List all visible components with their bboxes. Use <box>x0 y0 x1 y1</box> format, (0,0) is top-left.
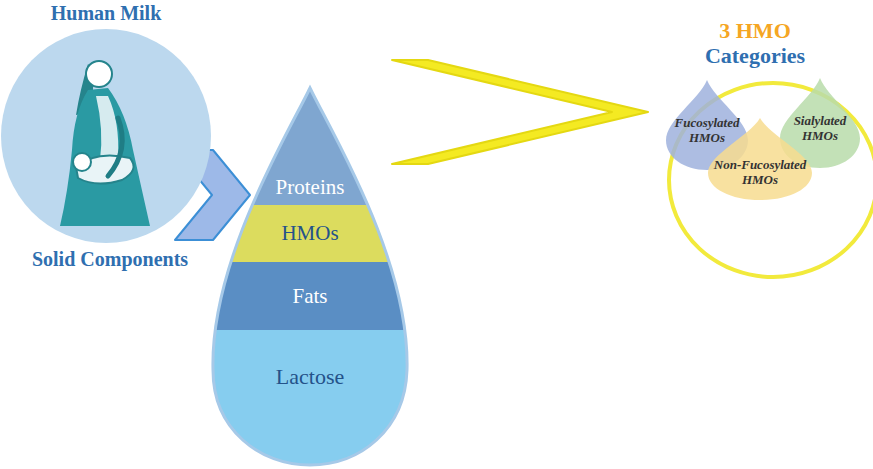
drop-clip: ProteinsHMOsFatsLactose <box>200 80 420 469</box>
ellipse-outline <box>1 29 211 243</box>
node-heading: Lactose <box>210 364 410 389</box>
chevron-arrow <box>392 60 648 164</box>
hmo-band: HMOs <box>228 205 392 262</box>
category-circle: Fucosylated HMOs Sialylated HMOsNon-Fucos… <box>648 2 862 202</box>
circle-shape <box>0 2 212 244</box>
category-label: Non-Fucosylated HMOs <box>711 158 809 188</box>
node-heading: 3 HMO <box>648 18 862 43</box>
category-label: Fucosylated HMOs <box>669 116 745 146</box>
source-circle: Human Milk <box>0 2 212 244</box>
node-heading: Human Milk <box>0 2 212 25</box>
part-label: Solid Components <box>20 248 200 271</box>
fat-band: Fats <box>210 262 410 330</box>
protein-band: Proteins <box>250 80 370 205</box>
node-heading: HMOs <box>228 221 392 245</box>
node-heading: Fats <box>210 284 410 308</box>
node-subheading: Categories <box>648 43 862 68</box>
drop-outline <box>708 118 812 200</box>
node-heading: Proteins <box>250 175 370 199</box>
category-label: Sialylated HMOs <box>783 114 857 144</box>
lactose-band: Lactose <box>210 330 410 469</box>
